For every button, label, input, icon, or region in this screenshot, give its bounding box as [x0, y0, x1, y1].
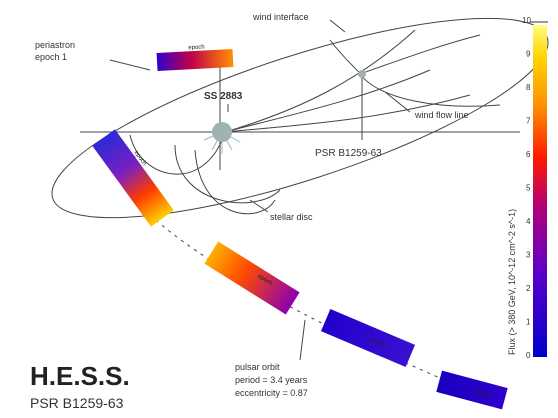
colorbar-tick-label: 1 — [526, 318, 531, 327]
colorbar-tick-label: 2 — [526, 284, 531, 293]
pulsar-dot — [358, 70, 366, 78]
label-pulsar-orbit: pulsar orbit — [235, 362, 280, 372]
label-orbit-period: period = 3.4 years — [235, 375, 308, 385]
colorbar-tick-label: 8 — [526, 83, 531, 92]
label-stellar-disc: stellar disc — [270, 212, 313, 222]
colorbar-tick-label: 7 — [526, 117, 531, 126]
label-periastron: periastron — [35, 40, 75, 50]
label-star: SS 2883 — [204, 91, 243, 102]
segment-epoch-1: epoch — [156, 44, 234, 71]
segment-epoch-2: epoch — [92, 129, 174, 227]
title-hess: H.E.S.S. — [30, 361, 130, 391]
colorbar-tick-label: 5 — [526, 184, 531, 193]
colorbar-tick-label: 10 — [522, 16, 531, 25]
title-psr: PSR B1259-63 — [30, 395, 124, 411]
label-wind-interface: wind interface — [252, 12, 309, 22]
segment-label: epoch — [475, 389, 492, 399]
label-orbit-eccentricity: eccentricity = 0.87 — [235, 388, 308, 398]
colorbar-tick-label: 9 — [526, 50, 531, 59]
label-pulsar: PSR B1259-63 — [315, 148, 382, 159]
colorbar-tick-label: 4 — [526, 217, 531, 226]
label-periastron-epoch: epoch 1 — [35, 52, 67, 62]
orbit-lines — [51, 17, 549, 396]
colorbar-label: Flux (> 380 GeV, 10^-12 cm^-2 s^-1) — [507, 209, 517, 355]
segment-label: epoch — [188, 44, 205, 51]
colorbar — [530, 21, 548, 357]
colorbar-tick-label: 6 — [526, 150, 531, 159]
colorbar-tick-label: 0 — [526, 351, 531, 360]
segment-epoch-5: epoch — [436, 370, 508, 410]
colorbar-tick-label: 3 — [526, 251, 531, 260]
label-wind-flow-line: wind flow line — [414, 110, 469, 120]
segment-epoch-4: epoch — [320, 308, 416, 368]
segment-epoch-3: epoch — [204, 241, 300, 315]
segment-label: epoch — [368, 337, 385, 349]
star-ss2883 — [203, 122, 241, 154]
